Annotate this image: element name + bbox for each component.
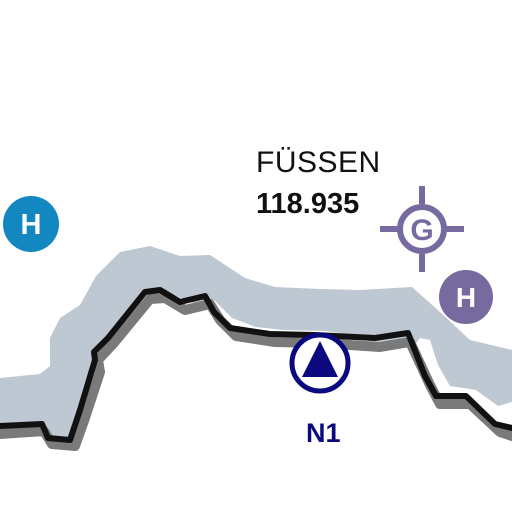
heliport-icon[interactable]: H <box>3 196 59 252</box>
heliport-letter: H <box>456 282 476 313</box>
border-buffer-zone <box>0 246 512 444</box>
gliding-site-icon[interactable]: G <box>380 186 464 272</box>
heliport-icon[interactable]: H <box>439 270 493 324</box>
reporting-point-label: N1 <box>306 418 341 448</box>
heliport-letter: H <box>21 209 42 241</box>
station-name: FÜSSEN <box>256 146 381 179</box>
reporting-point-triangle-icon[interactable] <box>289 332 351 394</box>
gliding-site-letter: G <box>410 214 433 247</box>
station-frequency: 118.935 <box>256 188 360 220</box>
border-line <box>0 287 512 443</box>
